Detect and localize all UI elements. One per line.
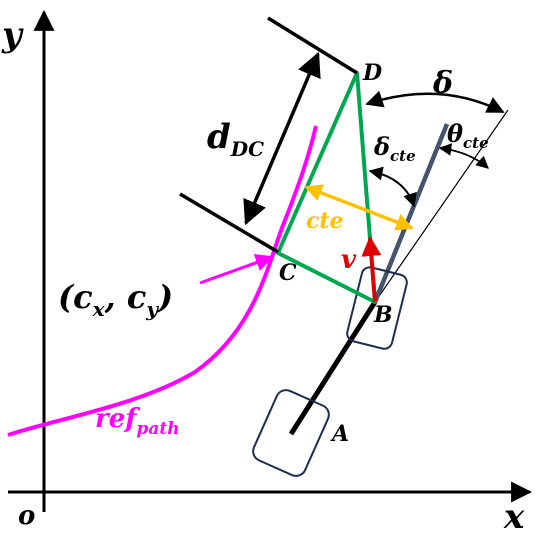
velocity-label: v xyxy=(341,245,357,275)
d-dc-tick-top xyxy=(267,16,358,75)
origin-label: o xyxy=(18,501,35,531)
cte-label: cte xyxy=(306,208,344,234)
theta-cte-arc xyxy=(438,143,489,169)
point-label-d: D xyxy=(362,60,382,86)
d-dc-sub: DC xyxy=(230,137,264,161)
d-dc-tick-bottom xyxy=(179,192,279,254)
velocity-arrow xyxy=(361,236,382,303)
theta-cte-sub: cte xyxy=(463,134,489,152)
front-wheel-box xyxy=(346,266,408,350)
rear-wheel-box xyxy=(252,389,330,477)
ref-path-main: ref xyxy=(95,404,140,434)
delta-cte-main: δ xyxy=(373,132,390,161)
ref-path-sub: path xyxy=(136,419,179,439)
x-axis-label: x xyxy=(503,497,525,537)
theta-cte-main: θ xyxy=(447,119,463,148)
d-dc-label: dDC xyxy=(207,117,264,161)
y-axis-label: y xyxy=(1,15,24,55)
cxcy-pointer-arrow xyxy=(199,254,274,285)
delta-label: δ xyxy=(432,66,453,101)
cxcy-label: (cx, cy) xyxy=(58,278,173,321)
cxcy-y: y xyxy=(145,297,159,321)
steering-reference-line xyxy=(374,109,509,303)
delta-cte-arc xyxy=(368,166,417,208)
delta-arc xyxy=(365,90,505,114)
d-dc-main: d xyxy=(207,117,231,157)
delta-cte-sub: cte xyxy=(390,147,416,165)
ref-path-label: refpath xyxy=(95,404,180,439)
cte-arrow xyxy=(304,184,414,231)
point-label-b: B xyxy=(373,302,393,328)
theta-cte-label: θcte xyxy=(447,119,489,152)
vehicle-axle-line xyxy=(288,300,378,436)
cxcy-x: x xyxy=(92,297,106,321)
d-dc-dimension-arrow xyxy=(243,51,321,226)
cxcy-comma: , c xyxy=(104,278,147,316)
delta-cte-label: δcte xyxy=(373,132,416,165)
point-label-a: A xyxy=(330,421,349,447)
cxcy-open: (c xyxy=(58,278,93,316)
cxcy-close: ) xyxy=(156,278,173,316)
point-label-c: C xyxy=(279,260,297,286)
